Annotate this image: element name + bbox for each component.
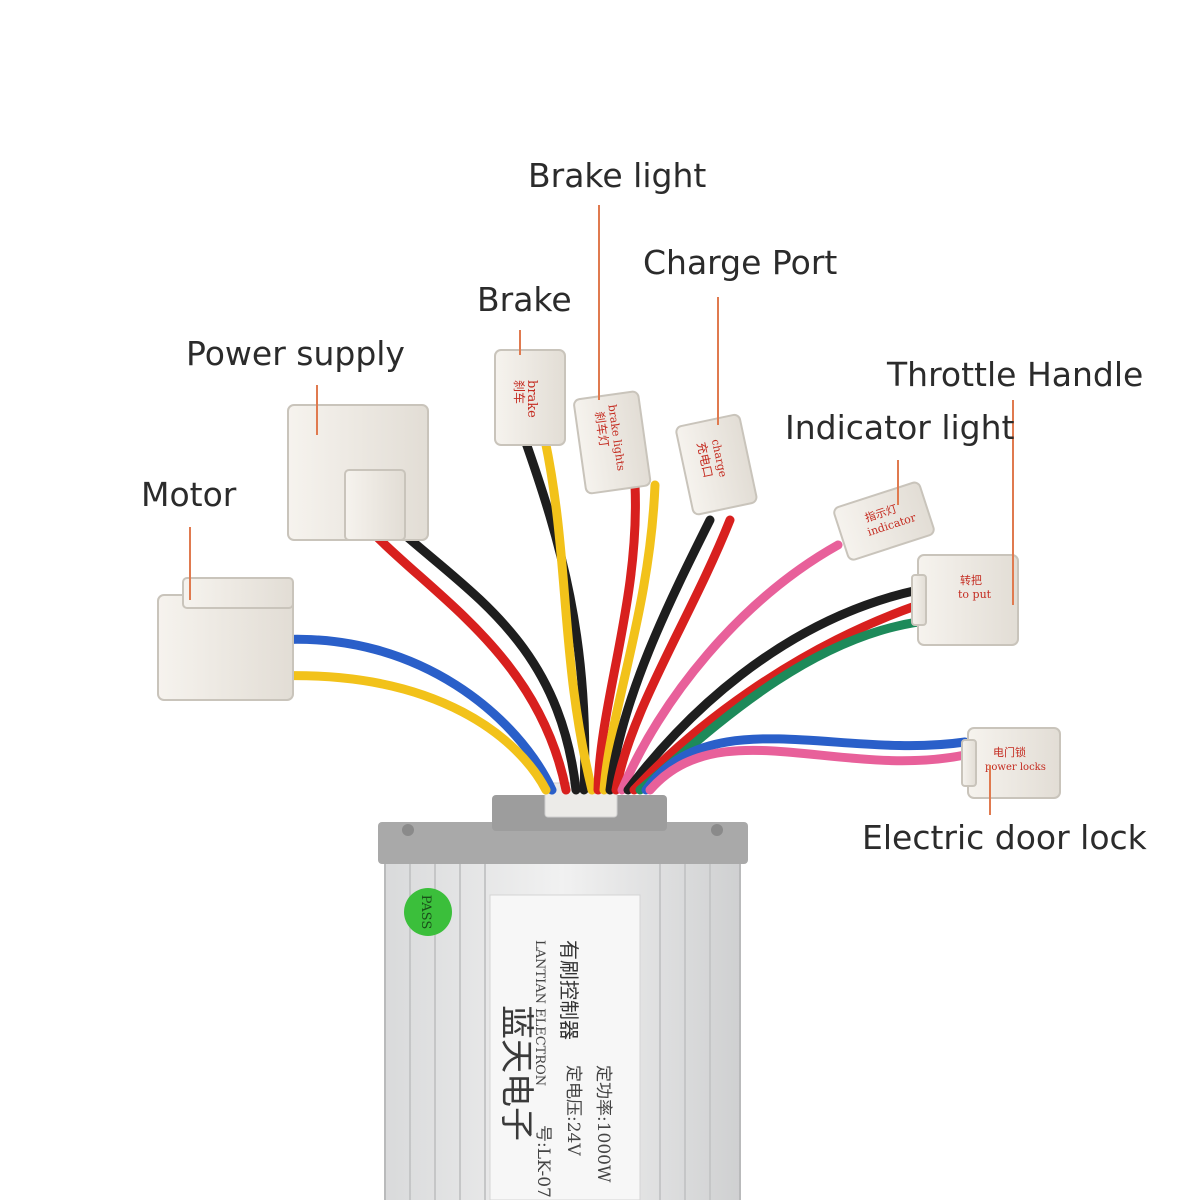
pass-badge-text: PASS: [418, 895, 433, 930]
label-charge-port: Charge Port: [643, 243, 838, 282]
connector-power-locks-zh: 电门锁: [993, 745, 1026, 759]
connector-power-supply: [287, 404, 429, 541]
wire-brakelight-red: [593, 480, 640, 795]
connector-charge-port: 充电口 charge: [675, 413, 758, 516]
connector-brake: 刹车 brake: [494, 349, 566, 446]
connector-throttle: 转把 to put: [911, 554, 1019, 646]
screw-left: [402, 824, 414, 836]
wire-power-black: [400, 530, 581, 795]
screw-right: [711, 824, 723, 836]
connectors: 刹车 brake 刹车灯 brake lights 充电口 charge 指示灯…: [157, 349, 1061, 799]
sticker-brand-en: LANTIAN ELECTRON: [532, 940, 547, 1086]
label-brake-light: Brake light: [528, 156, 707, 195]
wire-motor-blue: [270, 634, 557, 795]
connector-indicator: 指示灯 indicator: [833, 481, 935, 561]
wire-throttle-black: [623, 585, 923, 795]
label-motor: Motor: [141, 475, 237, 514]
wire-motor-yellow: [270, 671, 551, 795]
wire-throttle-red: [629, 600, 923, 795]
controller-top-cap: [378, 822, 748, 864]
label-brake: Brake: [477, 280, 572, 319]
wire-harness: [270, 435, 970, 795]
connector-brake-zh: 刹车: [512, 380, 527, 404]
connector-motor: [157, 577, 294, 701]
leader-lines: [189, 205, 1014, 815]
sticker-model: 号:LK-07: [533, 1125, 553, 1198]
connector-throttle-tag: to put: [958, 588, 992, 601]
wire-charge-red: [611, 515, 735, 795]
wire-lock-pink: [645, 745, 970, 795]
connector-brake-tag: brake: [524, 380, 539, 418]
label-throttle-handle: Throttle Handle: [887, 355, 1144, 394]
sticker-type-zh: 有刷控制器: [557, 940, 581, 1040]
wire-lock-blue: [641, 734, 970, 795]
wire-brake-yellow: [540, 435, 597, 795]
label-indicator-light: Indicator light: [785, 408, 1015, 447]
controller-body: PASS LANTIAN ELECTRON 有刷控制器 蓝天电子 号:LK-07…: [378, 782, 748, 1204]
pass-badge: [404, 888, 452, 936]
connector-power-locks: 电门锁 power locks: [961, 727, 1061, 799]
sticker-brand-zh: 蓝天电子: [496, 1005, 536, 1141]
connector-power-locks-tag: power locks: [985, 762, 1046, 773]
wire-brakelight-yellow: [599, 480, 660, 795]
wire-indicator-pink: [617, 540, 843, 795]
connector-charge-zh: 充电口: [694, 441, 716, 479]
wire-charge-black: [605, 515, 715, 795]
label-power-supply: Power supply: [186, 334, 405, 373]
label-electric-door-lock: Electric door lock: [862, 818, 1147, 857]
wire-power-red: [370, 530, 571, 795]
connector-brake-light: 刹车灯 brake lights: [573, 390, 652, 495]
controller-sticker: [489, 894, 641, 1201]
connector-brake-light-zh: 刹车灯: [592, 410, 612, 448]
connector-throttle-zh: 转把: [960, 573, 982, 587]
sticker-voltage: 定电压:24V: [563, 1065, 583, 1156]
sticker-power: 定功率:1000W: [593, 1065, 613, 1183]
